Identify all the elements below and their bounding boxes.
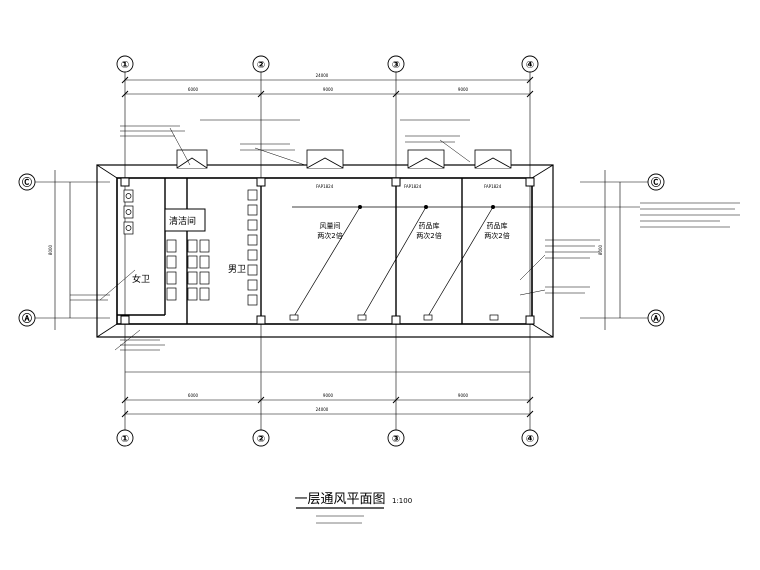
axis-bubbles-top: [116, 55, 539, 73]
axis-grid-lines: [124, 72, 531, 430]
dim-seg-3-bottom: 9000: [458, 393, 469, 398]
room-note-mid: 两次2倍: [416, 231, 441, 240]
duct-nodes: [358, 205, 495, 209]
axis-label-a-right: Ⓐ: [651, 312, 661, 325]
drawing-scale: 1:100: [392, 497, 412, 505]
dim-seg-1-top: 6000: [188, 87, 199, 92]
axis-bubbles-bottom: [116, 429, 539, 447]
room-label-mid: 药品库: [419, 221, 440, 230]
bottom-dimension-lines: [125, 371, 530, 415]
toilet-stalls-center: [166, 239, 210, 301]
axis-label-1-bottom: ①: [121, 434, 129, 445]
columns: [120, 177, 535, 325]
axis-bubbles-rows: [18, 173, 665, 327]
dim-vertical-left: 8000: [48, 244, 53, 255]
title-subtext-lines: [316, 515, 364, 524]
louver-label-1: FAP1824: [316, 184, 334, 189]
axis-label-2-bottom: ②: [257, 434, 265, 445]
top-dimension-lines: [125, 79, 530, 121]
annotation-text-blocks: [70, 125, 740, 351]
room-note-right: 两次2倍: [484, 231, 509, 240]
interior-walls: [117, 178, 463, 324]
drawing-title: 一层通风平面图: [294, 492, 385, 507]
top-dimension-ticks: [121, 76, 534, 98]
dim-seg-2-top: 9000: [323, 87, 334, 92]
dim-vertical-right: 8000: [598, 244, 603, 255]
side-dimension-lines: [54, 170, 621, 330]
axis-label-4-top: ④: [526, 60, 534, 71]
room-label-womens-wc: 女卫: [132, 273, 150, 285]
axis-label-a-left: Ⓐ: [22, 312, 32, 325]
axis-label-3-bottom: ③: [392, 434, 400, 445]
urinals-right: [247, 189, 258, 306]
axis-label-2-top: ②: [257, 60, 265, 71]
room-label-right: 药品库: [487, 221, 508, 230]
room-note-left: 两次2倍: [317, 231, 342, 240]
axis-label-3-top: ③: [392, 60, 400, 71]
bottom-dimension-ticks: [121, 396, 534, 418]
axis-label-c-left: Ⓒ: [22, 176, 32, 189]
cleaning-room-box: [164, 208, 206, 232]
floor-grilles: [289, 314, 499, 321]
duct-lines: [292, 206, 530, 319]
axis-label-c-right: Ⓒ: [651, 176, 661, 189]
row-axis-lines: [33, 181, 650, 319]
toilet-fixtures-left: [123, 189, 134, 235]
louver-label-2: FAP1824: [404, 184, 422, 189]
axis-label-1-top: ①: [121, 60, 129, 71]
room-label-mens-wc: 男卫: [228, 264, 246, 275]
room-label-left: 风量间: [320, 222, 341, 230]
dim-seg-3-top: 9000: [458, 87, 469, 92]
dim-total-bottom: 24000: [316, 407, 329, 412]
axis-label-4-bottom: ④: [526, 434, 534, 445]
dim-seg-1-bottom: 6000: [188, 393, 199, 398]
room-label-cleaning: 清洁间: [169, 215, 196, 227]
dim-total-top: 24000: [316, 73, 329, 78]
dim-seg-2-bottom: 9000: [323, 393, 334, 398]
louver-label-3: FAP1824: [484, 184, 502, 189]
